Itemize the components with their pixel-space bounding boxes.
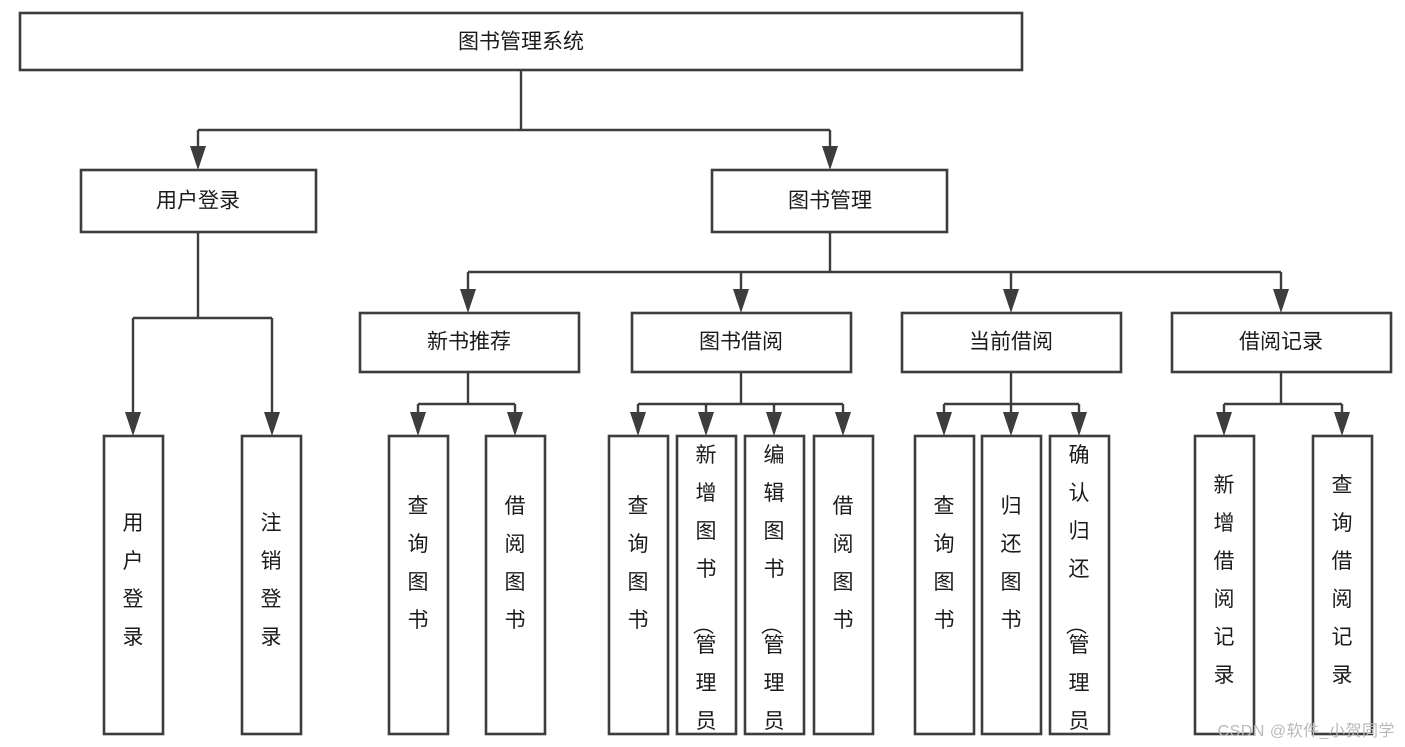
- leaf-bookborrow-edit-book[interactable]: 编辑图书（管理员）: [743, 434, 806, 747]
- leaf-currentborrow-confirm-return-label: 确认归还（管理员）: [1064, 444, 1090, 747]
- node-borrow-record[interactable]: 借阅记录: [1170, 311, 1393, 374]
- node-root-system-label: 图书管理系统: [458, 31, 584, 54]
- leaf-currentborrow-query-book[interactable]: 查询图书: [913, 434, 976, 736]
- node-borrow-record-box[interactable]: [1170, 311, 1393, 374]
- node-root-system-box[interactable]: [18, 11, 1024, 72]
- leaf-currentborrow-query-book-box[interactable]: [913, 434, 976, 736]
- edge-layer: [125, 70, 1350, 436]
- node-user-login-box[interactable]: [79, 168, 318, 234]
- leaf-bookborrow-query-book[interactable]: 查询图书: [607, 434, 670, 736]
- leaf-bookborrow-add-book-box[interactable]: [675, 434, 738, 736]
- leaf-currentborrow-return-book-label: 归还图书: [1001, 495, 1022, 632]
- leaf-currentborrow-confirm-return-box[interactable]: [1048, 434, 1111, 736]
- leaf-currentborrow-confirm-return[interactable]: 确认归还（管理员）: [1048, 434, 1111, 747]
- leaf-currentborrow-return-book-box[interactable]: [980, 434, 1043, 736]
- arrowhead-new-book-recommend: [460, 289, 476, 313]
- leaf-bookborrow-borrow-book-box[interactable]: [812, 434, 875, 736]
- node-current-borrow-label: 当前借阅: [969, 331, 1053, 354]
- arrowhead-leaf-currentborrow-2: [1003, 412, 1019, 436]
- leaf-newbook-borrow-book-label: 借阅图书: [505, 495, 526, 632]
- leaf-bookborrow-borrow-book-label: 借阅图书: [833, 495, 854, 632]
- leaf-borrowrecord-query-record-label: 查询借阅记录: [1332, 474, 1353, 687]
- leaf-currentborrow-query-book-label: 查询图书: [934, 495, 955, 632]
- leaf-borrowrecord-add-record[interactable]: 新增借阅记录: [1193, 434, 1256, 736]
- arrowhead-current-borrow: [1003, 289, 1019, 313]
- leaf-bookborrow-add-book-label: 新增图书（管理员）: [691, 444, 717, 747]
- node-root-system[interactable]: 图书管理系统: [18, 11, 1024, 72]
- arrowhead-book-mgmt: [822, 146, 838, 170]
- leaf-bookborrow-add-book[interactable]: 新增图书（管理员）: [675, 434, 738, 747]
- arrowhead-leaf-currentborrow-1: [936, 412, 952, 436]
- node-book-management-label: 图书管理: [788, 190, 872, 213]
- node-book-management-box[interactable]: [710, 168, 949, 234]
- leaf-newbook-query-book-label: 查询图书: [408, 495, 429, 632]
- leaf-bookborrow-edit-book-box[interactable]: [743, 434, 806, 736]
- leaf-newbook-borrow-book[interactable]: 借阅图书: [484, 434, 547, 736]
- node-book-borrow-box[interactable]: [630, 311, 853, 374]
- leaf-bookborrow-query-book-box[interactable]: [607, 434, 670, 736]
- arrowhead-leaf-bookborrow-4: [835, 412, 851, 436]
- node-book-borrow-label: 图书借阅: [699, 331, 783, 354]
- leaf-currentborrow-return-book[interactable]: 归还图书: [980, 434, 1043, 736]
- leaf-user-login-login[interactable]: 用户登录: [102, 434, 165, 736]
- arrowhead-borrow-record: [1273, 289, 1289, 313]
- arrowhead-leaf-borrowrecord-2: [1334, 412, 1350, 436]
- node-new-book-recommend[interactable]: 新书推荐: [358, 311, 581, 374]
- leaf-user-login-logout-label: 注销登录: [261, 512, 282, 649]
- arrowhead-leaf-bookborrow-3: [766, 412, 782, 436]
- leaf-user-login-logout-box[interactable]: [240, 434, 303, 736]
- leaf-bookborrow-query-book-label: 查询图书: [628, 495, 649, 632]
- arrowhead-leaf-newbook-1: [410, 412, 426, 436]
- arrowhead-user-login: [190, 146, 206, 170]
- arrowhead-leaf-currentborrow-3: [1071, 412, 1087, 436]
- arrowhead-leaf-bookborrow-1: [630, 412, 646, 436]
- leaf-user-login-login-box[interactable]: [102, 434, 165, 736]
- leaf-newbook-query-book[interactable]: 查询图书: [387, 434, 450, 736]
- node-user-login[interactable]: 用户登录: [79, 168, 318, 234]
- node-book-management[interactable]: 图书管理: [710, 168, 949, 234]
- node-book-borrow[interactable]: 图书借阅: [630, 311, 853, 374]
- leaf-borrowrecord-query-record-box[interactable]: [1311, 434, 1374, 736]
- leaf-bookborrow-edit-book-label: 编辑图书（管理员）: [759, 444, 785, 747]
- arrowhead-leaf-bookborrow-2: [698, 412, 714, 436]
- leaf-borrowrecord-query-record[interactable]: 查询借阅记录: [1311, 434, 1374, 736]
- arrowhead-leaf-newbook-2: [507, 412, 523, 436]
- node-current-borrow-box[interactable]: [900, 311, 1123, 374]
- leaf-borrowrecord-add-record-label: 新增借阅记录: [1214, 474, 1235, 687]
- node-borrow-record-label: 借阅记录: [1239, 331, 1323, 354]
- leaf-newbook-borrow-book-box[interactable]: [484, 434, 547, 736]
- arrowhead-book-borrow: [733, 289, 749, 313]
- leaf-user-login-logout[interactable]: 注销登录: [240, 434, 303, 736]
- node-user-login-label: 用户登录: [156, 190, 240, 213]
- arrowhead-leaf-user-login-2: [264, 412, 280, 436]
- node-new-book-recommend-label: 新书推荐: [427, 331, 511, 354]
- leaf-user-login-login-label: 用户登录: [123, 512, 144, 649]
- arrowhead-leaf-user-login-1: [125, 412, 141, 436]
- arrowhead-leaf-borrowrecord-1: [1216, 412, 1232, 436]
- node-current-borrow[interactable]: 当前借阅: [900, 311, 1123, 374]
- node-new-book-recommend-box[interactable]: [358, 311, 581, 374]
- leaf-bookborrow-borrow-book[interactable]: 借阅图书: [812, 434, 875, 736]
- leaf-borrowrecord-add-record-box[interactable]: [1193, 434, 1256, 736]
- leaf-newbook-query-book-box[interactable]: [387, 434, 450, 736]
